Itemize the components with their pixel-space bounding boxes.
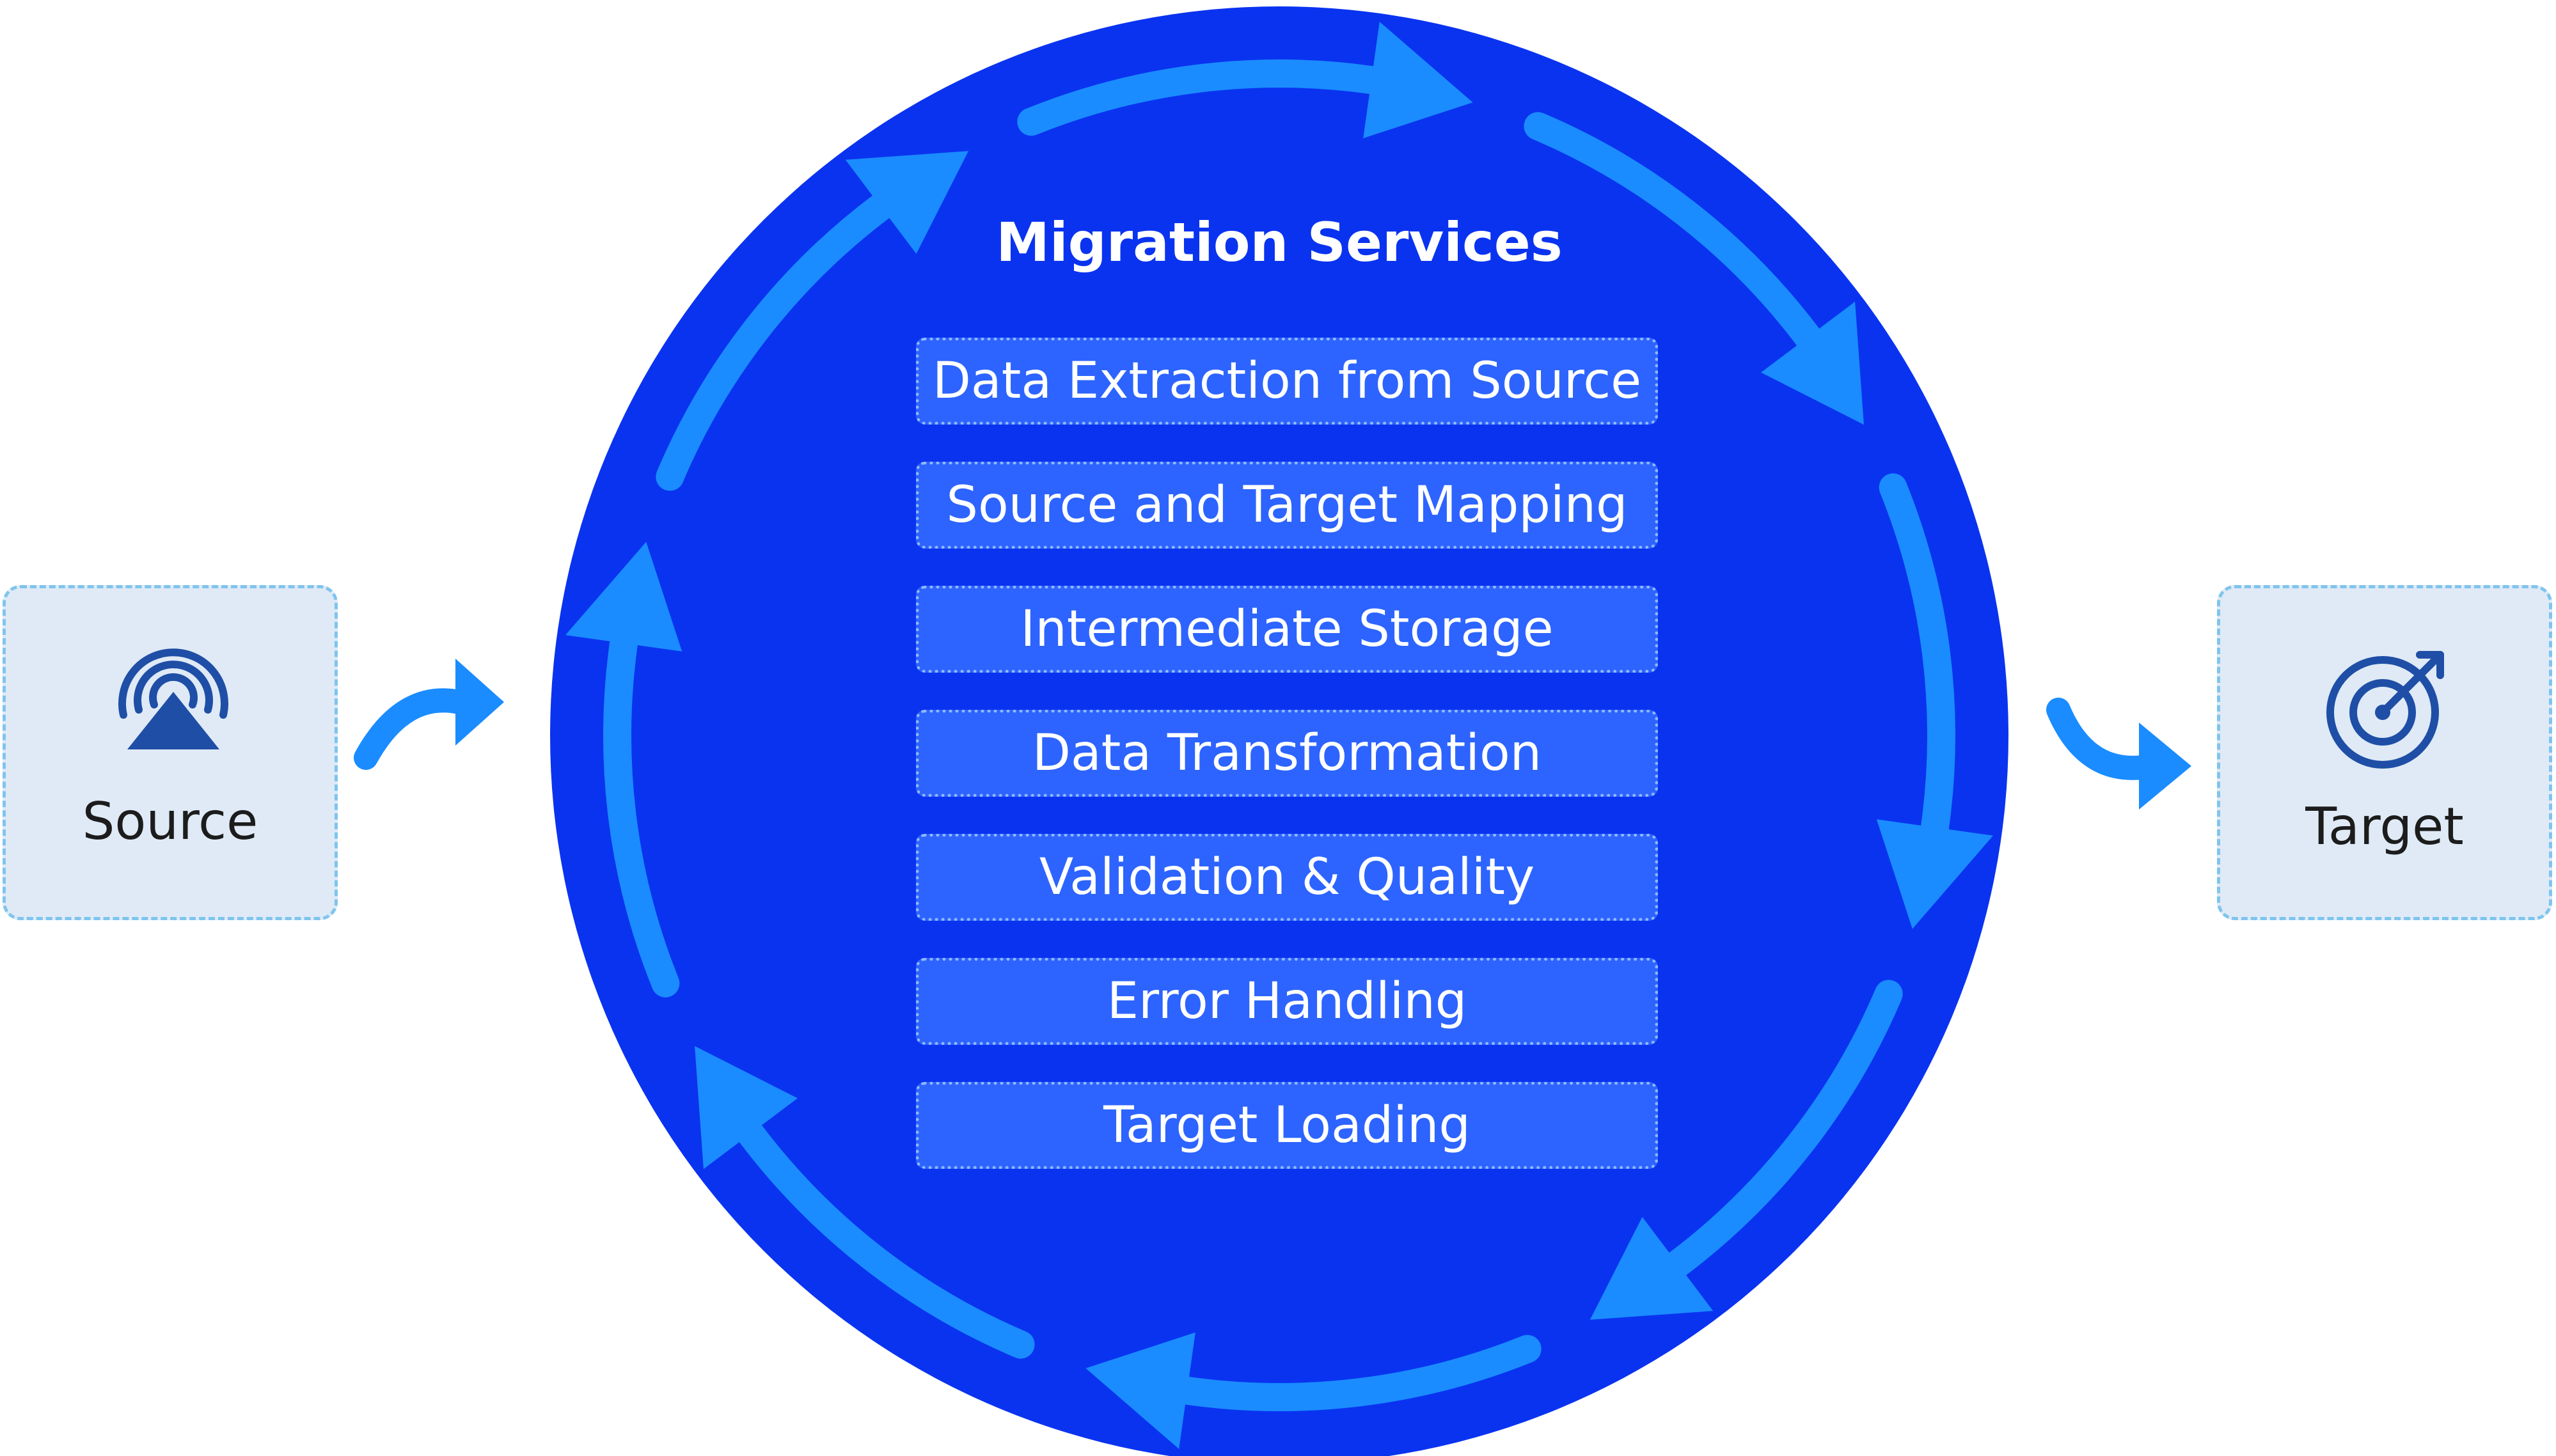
- cycle-arrows: [565, 22, 1993, 1449]
- step-data-transformation: Data Transformation: [916, 710, 1658, 797]
- step-error-handling: Error Handling: [916, 958, 1658, 1045]
- cycle-arrow-head: [695, 1045, 798, 1170]
- migration-services-title: Migration Services: [996, 211, 1563, 274]
- cycle-arrow-shaft: [1017, 59, 1385, 136]
- cycle-arrow-head: [1590, 1217, 1714, 1320]
- cycle-arrow-shaft: [1879, 473, 1955, 842]
- cycle-arrow-shaft: [603, 629, 680, 998]
- cycle-arrow-shaft: [736, 1119, 1035, 1359]
- step-validation-quality: Validation & Quality: [916, 834, 1658, 921]
- source-card: Source: [3, 585, 338, 920]
- source-label: Source: [82, 792, 258, 851]
- cycle-arrow-head: [1876, 819, 1993, 929]
- cycle-arrow-head: [1363, 22, 1473, 139]
- cycle-arrow-head: [565, 542, 682, 652]
- target-label: Target: [2305, 797, 2464, 856]
- cycle-arrow-shaft: [1663, 980, 1903, 1278]
- step-intermediate-storage: Intermediate Storage: [916, 586, 1658, 673]
- target-card: Target: [2217, 585, 2552, 920]
- cycle-arrow-head: [1761, 301, 1864, 425]
- step-target-loading: Target Loading: [916, 1082, 1658, 1169]
- target-flow-arrow: [2046, 698, 2191, 810]
- cycle-arrow-shaft: [656, 192, 895, 491]
- step-data-extraction: Data Extraction from Source: [916, 338, 1658, 425]
- broadcast-signal-icon: [118, 648, 228, 749]
- cycle-arrow-shaft: [1524, 112, 1822, 352]
- cycle-arrow-shaft: [1173, 1335, 1542, 1411]
- source-flow-arrow: [354, 659, 504, 770]
- cycle-arrow-head: [845, 151, 969, 254]
- cycle-arrow-head: [1085, 1332, 1195, 1449]
- step-source-target-mapping: Source and Target Mapping: [916, 462, 1658, 549]
- target-icon: [2326, 651, 2444, 769]
